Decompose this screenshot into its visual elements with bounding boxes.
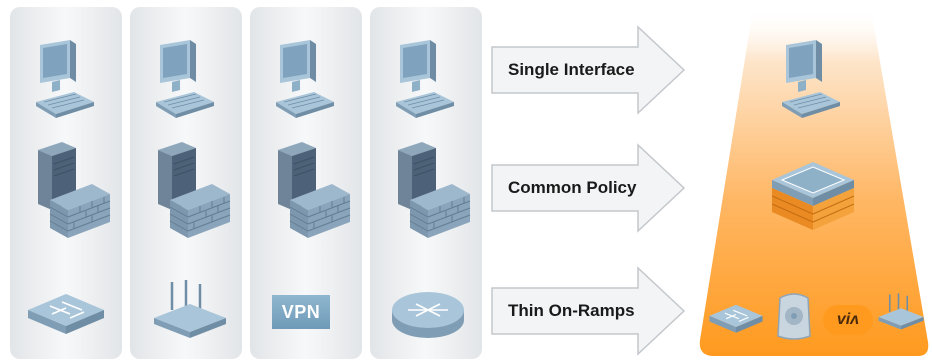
arrow-label: Thin On-Ramps: [508, 301, 635, 320]
server-firewall-icon: [272, 140, 352, 240]
server-firewall-icon: [32, 140, 112, 240]
router-icon: [388, 286, 468, 342]
arrow-common-policy: Common Policy: [490, 143, 688, 233]
arrow-label: Common Policy: [508, 178, 637, 197]
vpn-badge: VPN: [272, 295, 330, 329]
computer-icon: [150, 40, 220, 130]
arrow-thin-on-ramps: Thin On-Ramps: [490, 266, 688, 356]
wireless-access-point-icon: [876, 290, 926, 334]
switch-icon: [708, 300, 764, 336]
computer-icon: [776, 40, 846, 130]
wireless-access-point-icon: [150, 280, 230, 340]
via-logo: viʌ: [823, 305, 873, 335]
remote-access-point-icon: [777, 293, 811, 340]
server-firewall-icon: [152, 140, 232, 240]
computer-icon: [270, 40, 340, 130]
switch-icon: [26, 288, 106, 338]
arrow-label: Single Interface: [508, 60, 635, 79]
arrow-single-interface: Single Interface: [490, 25, 688, 115]
computer-icon: [30, 40, 100, 130]
server-firewall-icon: [392, 140, 472, 240]
mobility-controller-icon: [768, 152, 858, 232]
computer-icon: [390, 40, 460, 130]
